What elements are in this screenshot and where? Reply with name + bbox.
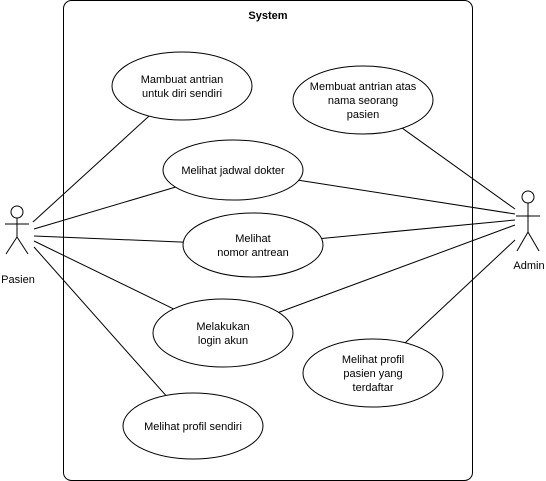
- use-case-uc2[interactable]: Membuat antrian atas nama seorang pasien: [292, 65, 434, 135]
- use-case-ellipse: [302, 338, 444, 408]
- actor-head: [521, 190, 535, 204]
- actor-leg-left: [5, 236, 18, 255]
- association-pasien-uc1: [32, 115, 150, 223]
- association-admin-uc6: [404, 239, 516, 344]
- association-admin-uc5: [278, 224, 516, 313]
- use-case-uc1[interactable]: Mambuat antrian untuk diri sendiri: [111, 51, 253, 121]
- use-case-label: Mambuat antrian: [141, 74, 224, 86]
- actor-leg-right: [527, 231, 540, 252]
- use-case-uc5[interactable]: Melakukan login akun: [152, 298, 294, 368]
- association-admin-uc4: [321, 219, 516, 239]
- use-case-uc3[interactable]: Melihat jadwal dokter: [162, 139, 304, 201]
- association-admin-uc3: [298, 179, 516, 215]
- actor-leg-left: [516, 231, 529, 252]
- use-case-uc4[interactable]: Melihat nomor antrean: [182, 212, 324, 278]
- actor-leg-right: [16, 236, 29, 255]
- use-case-uc6[interactable]: Melihat profil pasien yang terdaftar: [302, 338, 444, 408]
- use-case-ellipse: [111, 51, 253, 121]
- use-case-label: Melihat profil: [342, 354, 404, 366]
- actor-label-pasien: Pasien: [1, 274, 35, 286]
- use-cases: Mambuat antrian untuk diri sendiri Membuat…: [111, 51, 444, 460]
- association-pasien-uc4: [33, 235, 184, 243]
- use-case-label: terdaftar: [353, 382, 394, 394]
- system-title: System: [248, 10, 287, 22]
- use-case-ellipse: [292, 65, 434, 135]
- use-case-label: Melihat jadwal dokter: [181, 165, 285, 177]
- association-pasien-uc7: [33, 246, 167, 396]
- association-pasien-uc5: [33, 240, 174, 310]
- use-case-label: Melihat: [235, 233, 270, 245]
- use-case-ellipse: [162, 139, 304, 201]
- association-pasien-uc3: [33, 186, 176, 230]
- association-lines: [32, 115, 516, 396]
- use-case-label: Membuat antrian atas: [310, 81, 417, 93]
- use-case-label: untuk diri sendiri: [142, 88, 222, 100]
- actor-head: [10, 205, 24, 219]
- use-case-ellipse: [122, 392, 264, 460]
- use-case-ellipse: [182, 212, 324, 278]
- use-case-label: pasien yang: [343, 368, 402, 380]
- association-admin-uc2: [402, 127, 516, 210]
- use-case-uc7[interactable]: Melihat profil sendiri: [122, 392, 264, 460]
- use-case-label: nomor antrean: [217, 247, 289, 259]
- use-case-ellipse: [152, 298, 294, 368]
- use-case-label: pasien: [347, 109, 379, 121]
- use-case-label: nama seorang: [328, 95, 398, 107]
- use-case-label: Melakukan: [196, 321, 249, 333]
- use-case-label: login akun: [198, 335, 248, 347]
- use-case-label: Melihat profil sendiri: [144, 421, 242, 433]
- actor-pasien[interactable]: Pasien: [1, 205, 35, 286]
- actor-admin[interactable]: Admin: [513, 190, 545, 272]
- actor-label-admin: Admin: [513, 260, 544, 272]
